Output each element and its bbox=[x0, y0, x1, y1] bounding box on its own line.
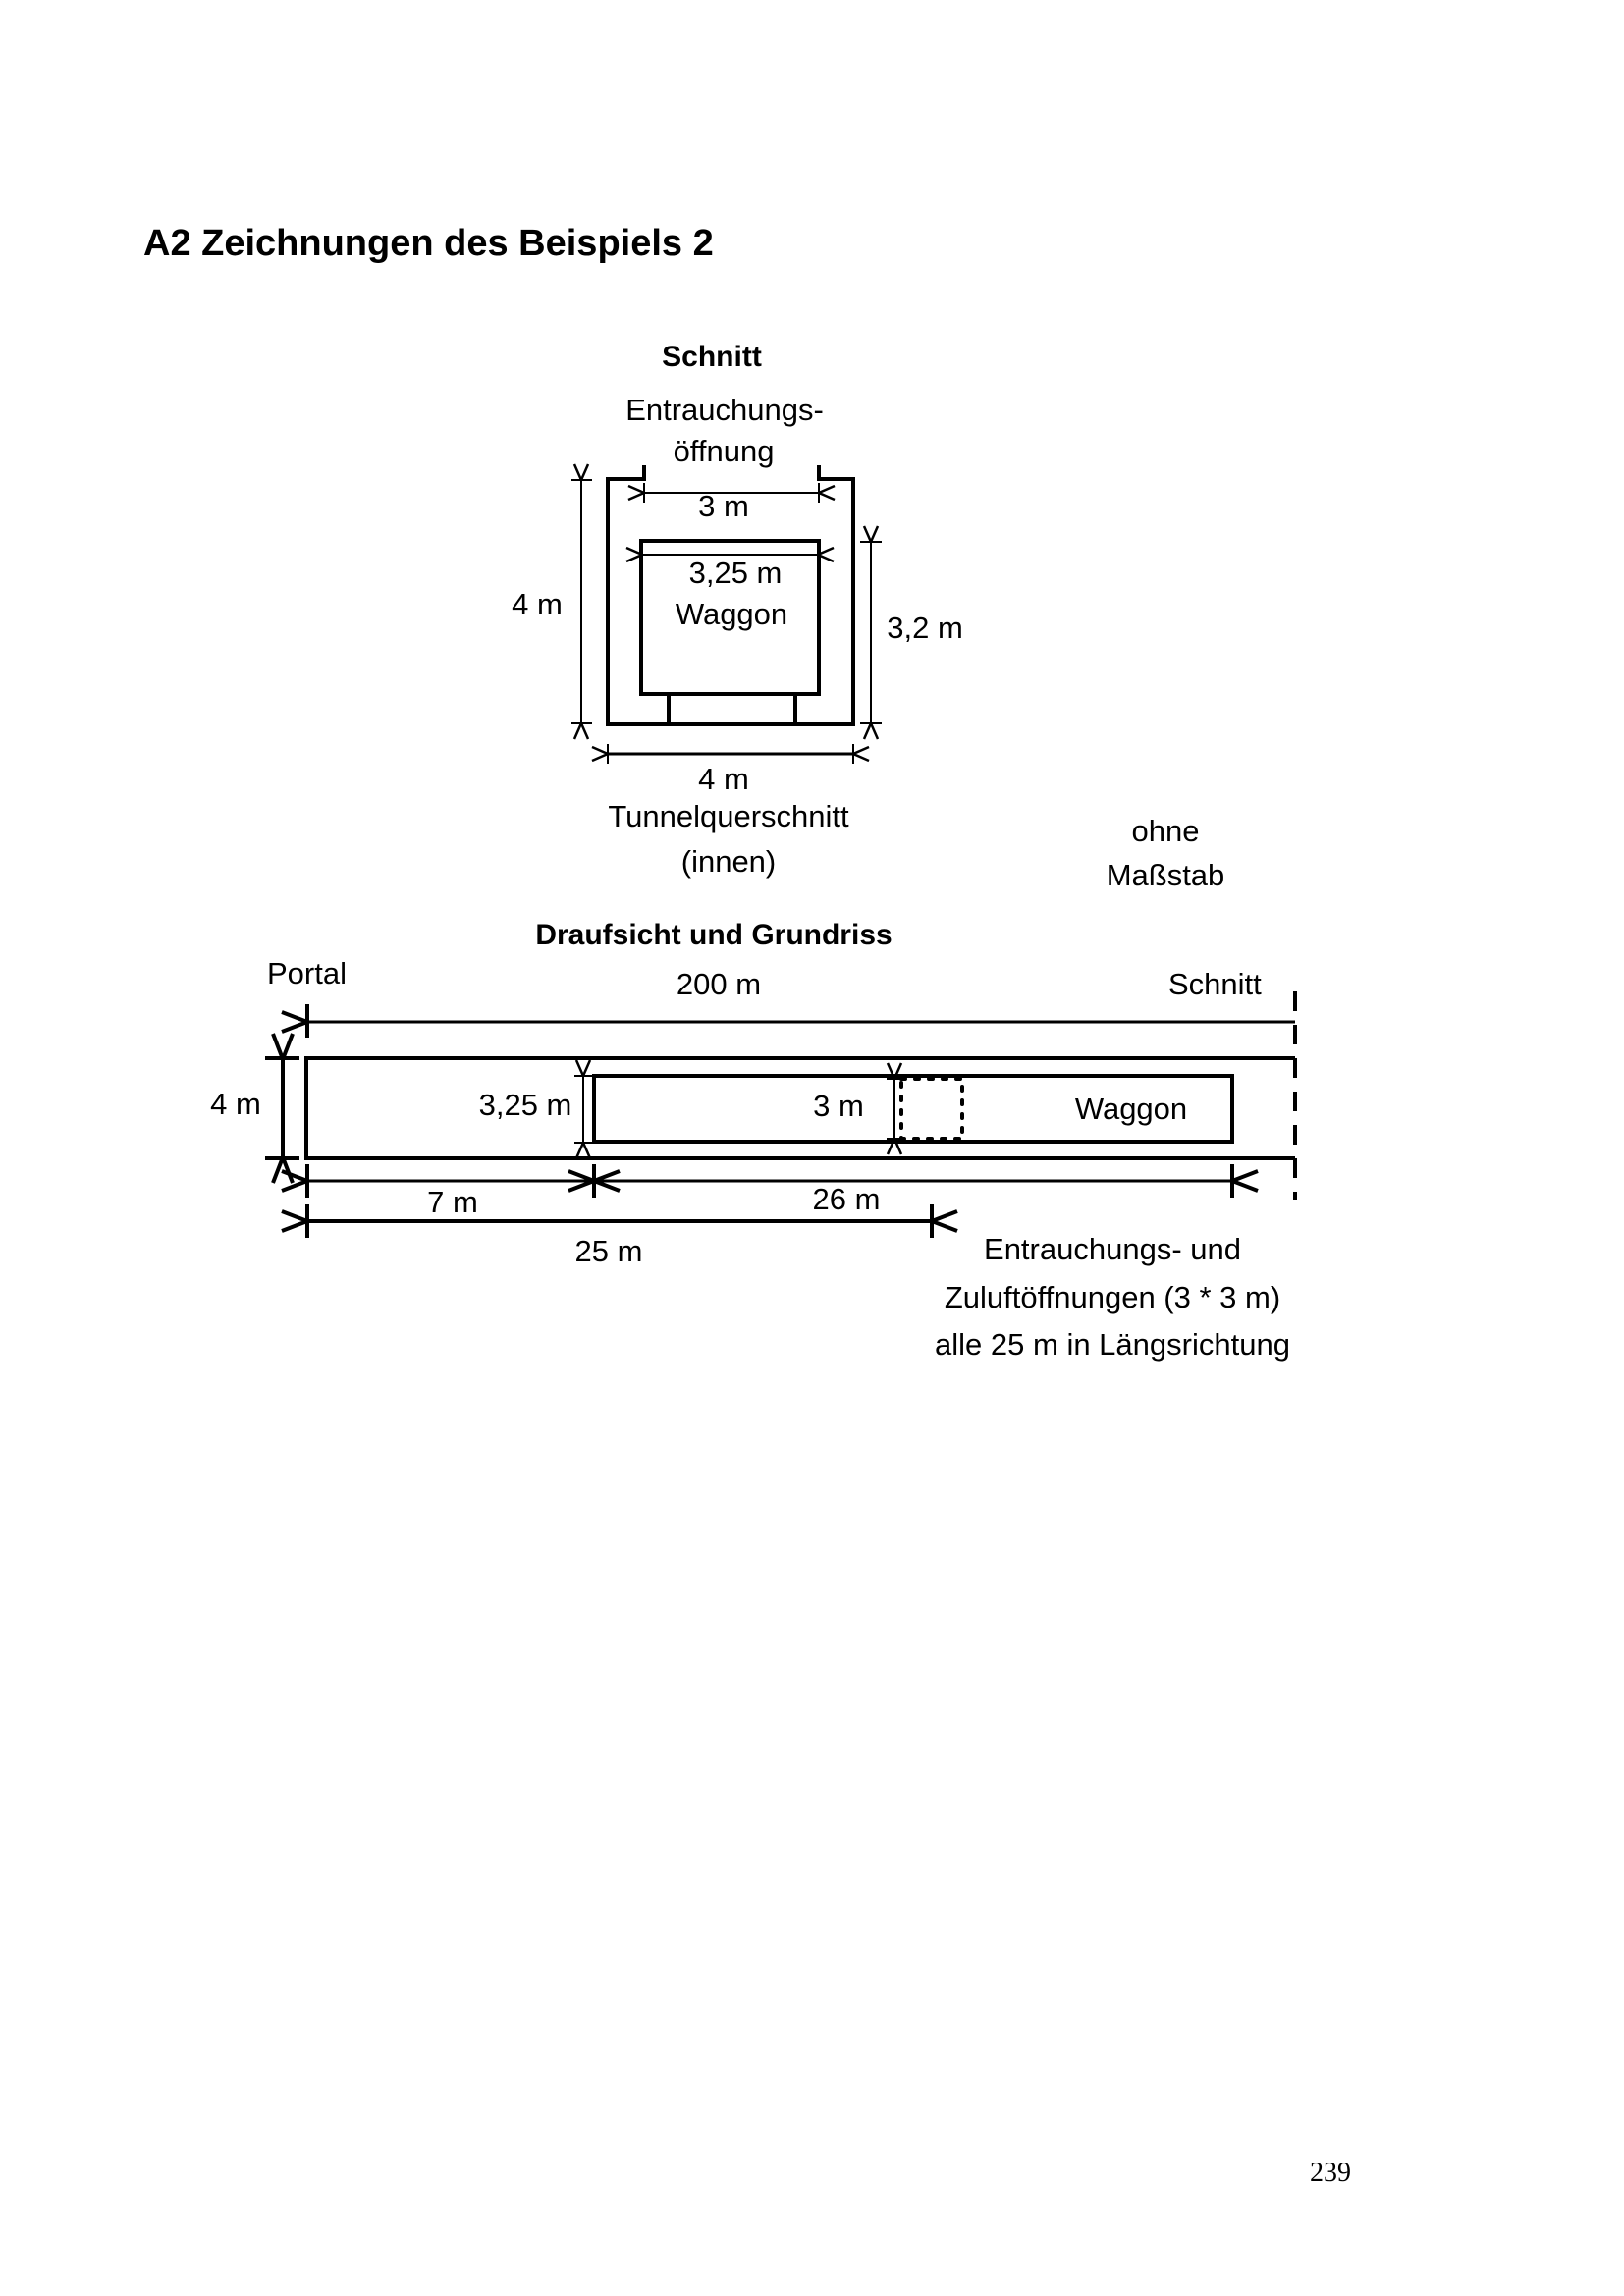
tunnel-cross-section bbox=[606, 465, 855, 726]
opening-label-line1: Entrauchungs- bbox=[625, 393, 824, 427]
waggon-plan bbox=[592, 1074, 1234, 1144]
smoke-opening-plan bbox=[899, 1077, 964, 1141]
waggon-length-label: 26 m bbox=[813, 1182, 881, 1216]
opening-label-line2: öffnung bbox=[674, 434, 775, 468]
waggon-width-label: 3,25 m bbox=[689, 556, 783, 590]
plan-waggon-label: Waggon bbox=[1075, 1092, 1187, 1126]
waggon-offset-label: 7 m bbox=[427, 1185, 478, 1219]
plan-tunnel-width-label: 4 m bbox=[210, 1087, 261, 1121]
page-number: 239 bbox=[1310, 2158, 1351, 2188]
tunnel-height-label: 4 m bbox=[512, 587, 563, 621]
plan-opening-width-label: 3 m bbox=[813, 1089, 864, 1123]
tunnel-length-label: 200 m bbox=[677, 967, 761, 1001]
plan-view: Draufsicht und Grundriss Portal 200 m Sc… bbox=[210, 919, 1297, 1362]
section-marker-label: Schnitt bbox=[1168, 967, 1262, 1001]
plan-view-title: Draufsicht und Grundriss bbox=[535, 919, 892, 951]
section-caption-line1: Tunnelquerschnitt bbox=[608, 799, 849, 833]
scale-note-line1: ohne bbox=[1132, 814, 1200, 848]
openings-note-line2: Zuluftöffnungen (3 * 3 m) bbox=[945, 1280, 1280, 1314]
plan-waggon-width-label: 3,25 m bbox=[479, 1088, 572, 1122]
section-view-title: Schnitt bbox=[662, 341, 762, 373]
waggon-height-label: 3,2 m bbox=[887, 611, 963, 645]
waggon-cross-section bbox=[639, 539, 821, 696]
waggon-label: Waggon bbox=[676, 597, 787, 631]
scale-note-line2: Maßstab bbox=[1107, 858, 1225, 892]
openings-note-line1: Entrauchungs- und bbox=[984, 1232, 1241, 1266]
tunnel-width-label: 4 m bbox=[698, 762, 749, 796]
portal-label: Portal bbox=[267, 956, 347, 990]
section-caption-line2: (innen) bbox=[681, 844, 777, 879]
opening-spacing-label: 25 m bbox=[575, 1234, 643, 1268]
page-heading: A2 Zeichnungen des Beispiels 2 bbox=[143, 223, 714, 264]
tunnel-plan bbox=[304, 1056, 1295, 1160]
section-view: Schnitt Entrauchungs- öffnung 3 m 3,25 m… bbox=[512, 341, 963, 879]
opening-width-label: 3 m bbox=[698, 489, 749, 523]
openings-note-line3: alle 25 m in Längsrichtung bbox=[935, 1327, 1290, 1362]
